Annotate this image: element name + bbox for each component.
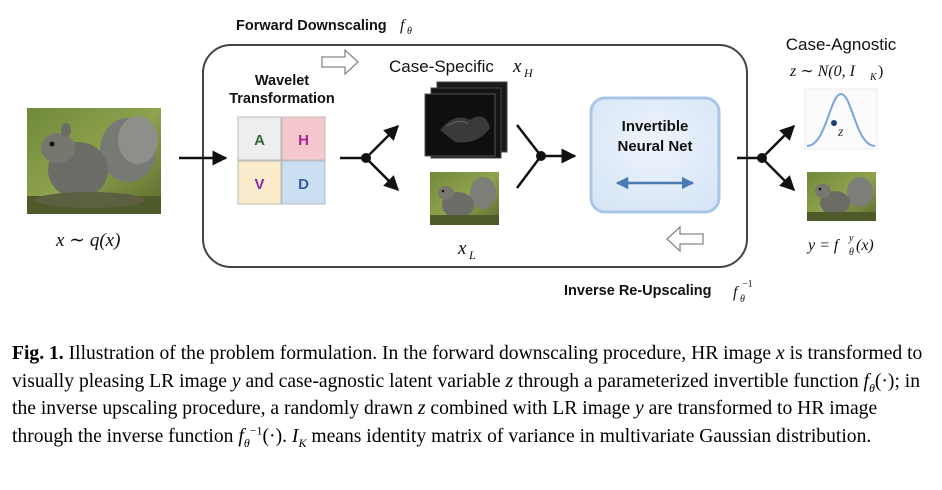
inn-label-line1: Invertible [622,118,689,135]
caption-text-2: is transformed to visually pleasing LR i… [12,343,923,392]
output-label-rhs: (x) [856,237,874,254]
caption-finv-var: f [238,425,244,447]
caption-x-var: x [775,343,785,364]
case-specific-sub: H [523,66,534,80]
wavelet-cell-a [237,116,282,161]
caption-f-var: f [863,370,869,392]
inverse-hollow-arrow-icon [666,225,704,253]
lr-var: x [457,238,467,259]
lr-squirrel-image [430,172,499,225]
caption-text-1: Illustration of the problem formulation.… [63,343,776,364]
caption-fig-label: Fig. 1. [12,343,64,364]
output-label-lhs: y = f [806,237,841,254]
split-junction-2 [737,124,796,192]
output-squirrel-image [807,172,876,221]
wavelet-title-line2: Transformation [229,91,335,107]
figure-diagram: Forward Downscaling f θ x ∼ q(x) Wavelet… [27,17,897,305]
wavelet-cell-h [281,116,326,161]
figure-caption: Fig. 1. Illustration of the problem form… [12,340,934,450]
latent-dist: z ∼ N(0, I [789,63,856,80]
caption-y-var: y [231,370,241,392]
gauss-point-label: z [837,125,844,140]
latent-dist-close: ) [878,63,883,80]
output-label-sup: y [848,233,854,244]
forward-symbol-sub: θ [407,26,412,37]
wavelet-cell-d-label: D [298,176,309,193]
forward-hollow-arrow-icon [321,48,359,76]
caption-text-3: and case-agnostic latent variable [240,370,506,392]
caption-f-sub: θ [868,380,875,395]
inverse-symbol-sup: −1 [742,279,753,290]
output-label-sub: θ [849,247,854,258]
forward-label: Forward Downscaling [236,18,387,34]
inverse-label: Inverse Re-Upscaling [564,283,711,299]
caption-text-6: combined with LR image [425,398,636,419]
caption-text-8: means identity matrix of variance in mul… [306,425,872,447]
inn-label-line2: Neural Net [617,138,692,155]
merge-junction [516,124,577,189]
invertible-neural-net-block: Invertible Neural Net [589,96,721,214]
caption-finv-arg: (·). [262,425,287,447]
high-frequency-images-stack [424,81,508,159]
wavelet-cell-d [281,160,326,205]
gaussian-curve-icon: z [804,88,878,150]
case-specific-label: Case-Specific [389,57,494,76]
caption-finv-sup: −1 [249,422,263,437]
caption-text-5: ; in the inverse upscaling procedure, a … [12,370,921,420]
process-container [202,44,748,268]
inverse-symbol: f [733,284,740,301]
lr-sub: L [468,248,476,262]
wavelet-title-line1: Wavelet [255,73,309,89]
wavelet-cell-v-label: V [254,176,264,193]
caption-text-7: are transformed to HR image through the … [12,398,878,447]
input-label: x ∼ q(x) [55,230,120,251]
caption-f-arg: (·) [874,370,895,392]
case-agnostic-label: Case-Agnostic [786,35,897,54]
wavelet-cell-v [237,160,282,205]
inverse-symbol-sub: θ [740,294,745,305]
caption-y-var2: y [635,398,644,419]
caption-z-var2: z [417,398,426,419]
wavelet-cell-h-label: H [298,132,309,149]
wavelet-cell-a-label: A [254,132,265,149]
wavelet-grid: A H V D [237,116,326,205]
latent-dist-sub: K [869,72,878,83]
caption-ik-var: I [291,425,299,447]
caption-text-4: through a parameterized invertible funct… [513,370,864,392]
caption-ik-sub: K [298,435,307,450]
caption-z-var: z [505,370,514,392]
case-specific-var: x [512,56,522,77]
forward-symbol: f [400,17,407,34]
split-junction-1 [340,124,400,192]
input-squirrel-image [27,108,161,214]
caption-finv-sub: θ [243,435,250,450]
